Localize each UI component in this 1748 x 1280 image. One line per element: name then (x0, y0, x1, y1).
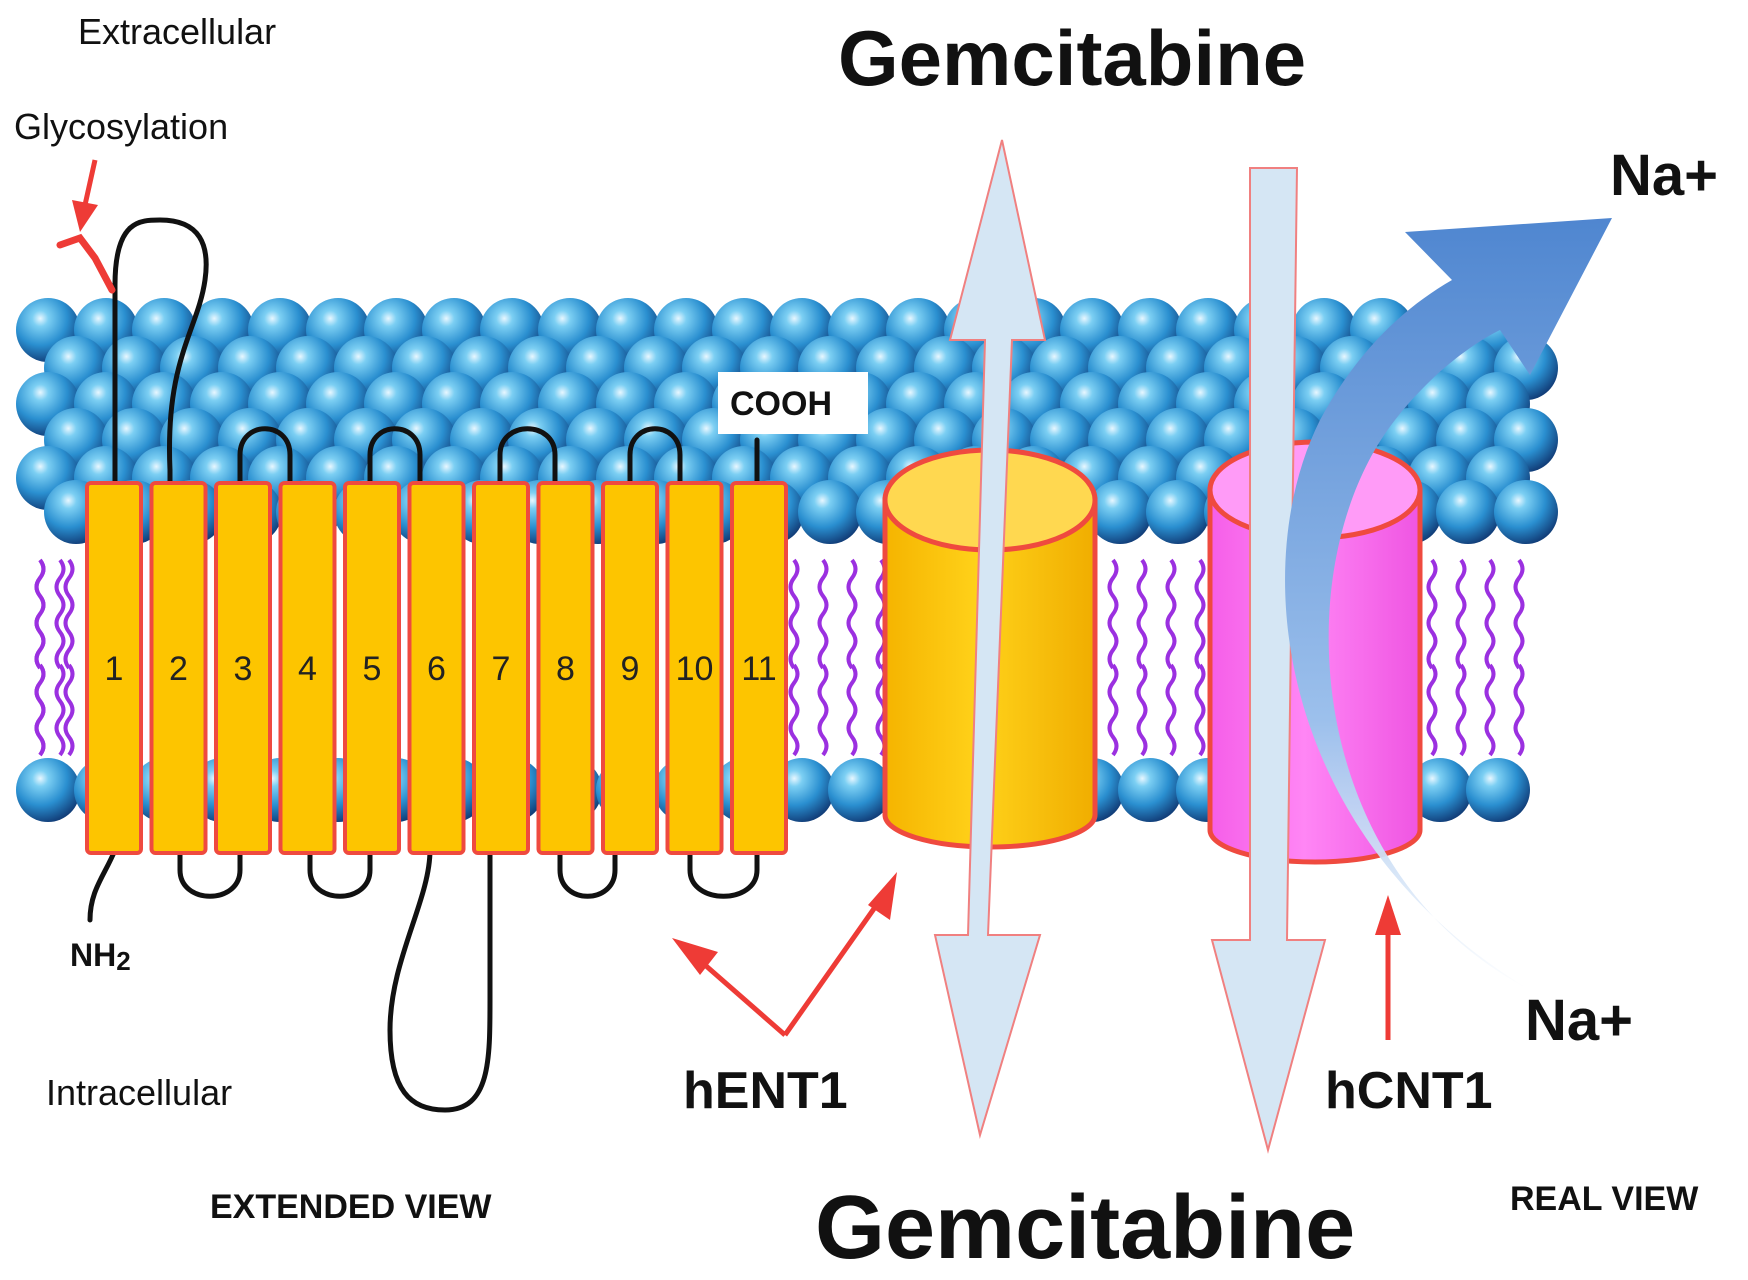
cooh-label: COOH (730, 385, 832, 423)
lipid-tail (1165, 663, 1177, 757)
hent1-pointer-arrows (672, 872, 897, 1037)
lipid-tail (1136, 663, 1148, 757)
lipid-tail (1194, 558, 1206, 670)
segment-number: 4 (298, 650, 317, 688)
phospholipid-head (798, 480, 862, 544)
lipid-tail (817, 663, 829, 757)
lipid-tail (875, 558, 887, 670)
phospholipid-head (1494, 480, 1558, 544)
glycosylation-label: Glycosylation (14, 106, 228, 147)
lipid-tail (1426, 663, 1438, 757)
hcnt1-label: hCNT1 (1325, 1062, 1493, 1120)
lipid-tail (1484, 663, 1496, 757)
segment-number: 6 (427, 650, 446, 688)
segment-number: 11 (741, 650, 776, 688)
lipid-tail (846, 663, 858, 757)
hent1-label: hENT1 (683, 1062, 848, 1120)
segment-number: 2 (169, 650, 188, 688)
transmembrane-segment (472, 481, 530, 855)
segment-number: 7 (492, 650, 511, 688)
transmembrane-segment (536, 481, 595, 855)
transmembrane-segment (343, 481, 401, 855)
segment-number: 9 (621, 650, 640, 688)
lipid-tail (1455, 558, 1467, 670)
real-view-label: REAL VIEW (1510, 1180, 1699, 1218)
lipid-tail (1194, 663, 1206, 757)
glycosylation-mark (56, 233, 116, 294)
lipid-tail (1513, 663, 1525, 757)
phospholipid-head (16, 758, 80, 822)
phospholipid-head (1088, 480, 1152, 544)
gemcitabine-influx-arrow (1210, 167, 1327, 1154)
segment-number: 1 (105, 650, 124, 688)
lipid-tail (788, 558, 800, 670)
sodium-top-label: Na+ (1610, 143, 1718, 208)
gemcitabine-bidirectional-arrow (933, 139, 1047, 1139)
lipid-tail (34, 663, 46, 757)
hcnt1-pointer-arrow (1375, 895, 1401, 1040)
gemcitabine-bottom-label: Gemcitabine (815, 1178, 1355, 1278)
transmembrane-segment (149, 481, 208, 855)
transmembrane-segment (278, 481, 337, 855)
extended-view-label: EXTENDED VIEW (210, 1188, 492, 1226)
lipid-tail (817, 558, 829, 670)
lipid-tail (1484, 558, 1496, 670)
lipid-tail (1107, 558, 1119, 670)
segment-number: 3 (234, 650, 253, 688)
lipid-tail (54, 663, 66, 757)
transmembrane-segments: 1 2 3 4 5 6 7 8 9 10 11 (85, 481, 788, 855)
phospholipid-head (1146, 480, 1210, 544)
transmembrane-segment (214, 481, 272, 855)
sodium-bottom-label: Na+ (1525, 988, 1633, 1053)
transmembrane-segment (665, 481, 724, 855)
lipid-tail (34, 558, 46, 670)
lipid-tail (1107, 663, 1119, 757)
lipid-tail (54, 558, 66, 670)
extracellular-label: Extracellular (78, 11, 276, 52)
intracellular-label: Intracellular (46, 1072, 232, 1113)
phospholipid-head (1118, 758, 1182, 822)
segment-number: 8 (556, 650, 575, 688)
lipid-tail (846, 558, 858, 670)
phospholipid-head (1466, 758, 1530, 822)
lipid-tail (1136, 558, 1148, 670)
transmembrane-segment (407, 481, 466, 855)
lipid-tail (63, 558, 75, 670)
phospholipid-head (1408, 758, 1472, 822)
cooh-label-box (718, 372, 868, 434)
lipid-tail (1165, 558, 1177, 670)
phospholipid-head (1436, 480, 1500, 544)
lipid-tail (63, 663, 75, 757)
protein-loops (87, 217, 760, 1113)
transmembrane-segment (730, 481, 788, 855)
lipid-tail (1513, 558, 1525, 670)
lipid-tail (788, 663, 800, 757)
phospholipid-head (828, 758, 892, 822)
transmembrane-segment (85, 481, 143, 855)
glycosylation-arrow (72, 159, 98, 232)
transmembrane-segment (601, 481, 659, 855)
segment-number: 5 (363, 650, 382, 688)
lipid-tail (1455, 663, 1467, 757)
gemcitabine-top-label: Gemcitabine (838, 14, 1306, 102)
segment-number: 10 (676, 650, 714, 688)
lipid-tail (1426, 558, 1438, 670)
nh2-label: NH2 (70, 937, 131, 976)
sodium-cotransport-arrow (1285, 218, 1612, 990)
